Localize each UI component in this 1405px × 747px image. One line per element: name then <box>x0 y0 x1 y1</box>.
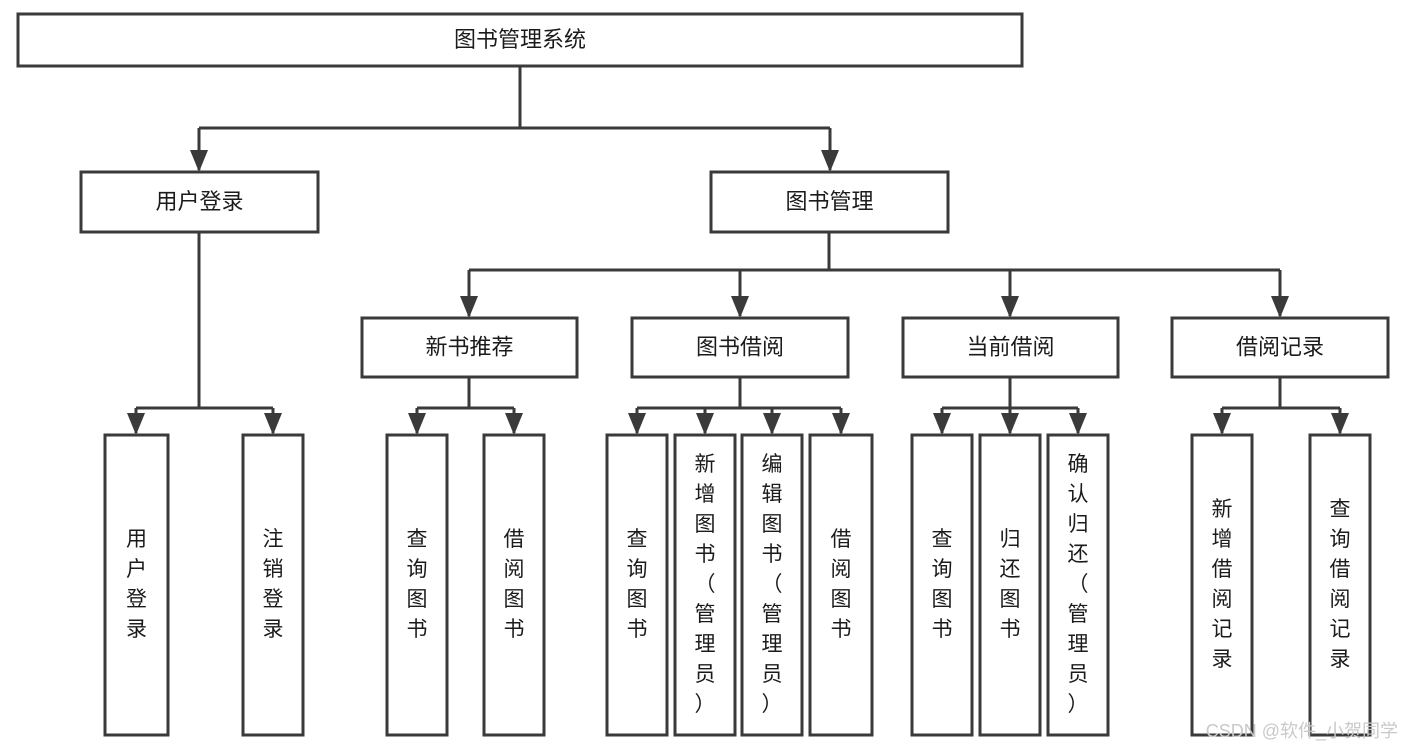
leaf-node-5-box[interactable] <box>673 433 737 737</box>
arrow-head-icon <box>696 413 714 435</box>
leaf-node-11-label: 新增借阅记录 <box>1212 498 1233 671</box>
leaf-node-7[interactable]: 借阅图书 <box>808 433 874 737</box>
arrow-head-icon <box>127 413 145 435</box>
level3-node-1[interactable]: 图书借阅 <box>630 316 850 379</box>
arrow-head-icon <box>1271 296 1289 318</box>
leaf-node-5[interactable]: 新增图书（管理员） <box>673 433 737 737</box>
arrow-head-icon <box>1001 413 1019 435</box>
arrow-head-icon <box>933 413 951 435</box>
level2-node-0[interactable]: 用户登录 <box>79 170 320 234</box>
leaf-node-12[interactable]: 查询借阅记录 <box>1308 433 1372 737</box>
nodes-layer: 图书管理系统用户登录图书管理新书推荐图书借阅当前借阅借阅记录用户登录注销登录查询… <box>16 12 1390 737</box>
level3-node-3-label: 借阅记录 <box>1236 334 1324 359</box>
arrow-head-icon <box>408 413 426 435</box>
level2-node-1-box[interactable] <box>709 170 950 234</box>
level3-node-0-box[interactable] <box>360 316 579 379</box>
leaf-node-3-label: 借阅图书 <box>504 528 525 641</box>
arrow-head-icon <box>264 413 282 435</box>
level3-node-2[interactable]: 当前借阅 <box>901 316 1120 379</box>
leaf-node-11-box[interactable] <box>1190 433 1254 737</box>
leaf-node-4-box[interactable] <box>605 433 669 737</box>
arrow-head-icon <box>731 296 749 318</box>
arrow-head-icon <box>1331 413 1349 435</box>
leaf-node-8-box[interactable] <box>910 433 974 737</box>
leaf-node-7-box[interactable] <box>808 433 874 737</box>
leaf-node-0-box[interactable] <box>103 433 170 737</box>
arrow-head-icon <box>460 296 478 318</box>
leaf-node-4[interactable]: 查询图书 <box>605 433 669 737</box>
leaf-node-6[interactable]: 编辑图书（管理员） <box>740 433 804 737</box>
leaf-node-11[interactable]: 新增借阅记录 <box>1190 433 1254 737</box>
leaf-node-2-box[interactable] <box>385 433 449 737</box>
arrow-head-icon <box>763 413 781 435</box>
leaf-node-8-label: 查询图书 <box>932 528 953 641</box>
level2-node-1-label: 图书管理 <box>785 189 873 214</box>
leaf-node-0[interactable]: 用户登录 <box>103 433 170 737</box>
arrow-head-icon <box>832 413 850 435</box>
leaf-node-1-label: 注销登录 <box>263 528 284 641</box>
leaf-node-2[interactable]: 查询图书 <box>385 433 449 737</box>
leaf-node-3-box[interactable] <box>482 433 546 737</box>
arrow-head-icon <box>505 413 523 435</box>
leaf-node-7-label: 借阅图书 <box>831 528 852 641</box>
leaf-node-10-box[interactable] <box>1046 433 1110 737</box>
leaf-node-1-box[interactable] <box>241 433 305 737</box>
arrow-head-icon <box>628 413 646 435</box>
leaf-node-6-box[interactable] <box>740 433 804 737</box>
root-node[interactable]: 图书管理系统 <box>16 12 1024 68</box>
arrow-head-icon <box>821 150 839 172</box>
level3-node-3-box[interactable] <box>1170 316 1390 379</box>
leaf-node-9-label: 归还图书 <box>1000 528 1021 641</box>
level3-node-0-label: 新书推荐 <box>425 334 513 359</box>
arrow-head-icon <box>190 150 208 172</box>
level2-node-0-label: 用户登录 <box>155 189 243 214</box>
level2-node-0-box[interactable] <box>79 170 320 234</box>
connectors-layer <box>127 66 1349 435</box>
leaf-node-3[interactable]: 借阅图书 <box>482 433 546 737</box>
arrow-head-icon <box>1069 413 1087 435</box>
level2-node-1[interactable]: 图书管理 <box>709 170 950 234</box>
level3-node-3[interactable]: 借阅记录 <box>1170 316 1390 379</box>
watermark-text: CSDN @软件_小贺同学 <box>1206 721 1398 742</box>
leaf-node-6-label: 编辑图书（管理员） <box>762 453 783 716</box>
arrow-head-icon <box>1213 413 1231 435</box>
leaf-node-0-label: 用户登录 <box>126 528 147 641</box>
root-node-label: 图书管理系统 <box>454 27 586 52</box>
leaf-node-2-label: 查询图书 <box>407 528 428 641</box>
level3-node-0[interactable]: 新书推荐 <box>360 316 579 379</box>
leaf-node-10[interactable]: 确认归还（管理员） <box>1046 433 1110 737</box>
leaf-node-9-box[interactable] <box>978 433 1042 737</box>
level3-node-2-label: 当前借阅 <box>966 334 1054 359</box>
leaf-node-5-label: 新增图书（管理员） <box>695 453 716 716</box>
leaf-node-8[interactable]: 查询图书 <box>910 433 974 737</box>
root-node-box[interactable] <box>16 12 1024 68</box>
leaf-node-4-label: 查询图书 <box>627 528 648 641</box>
arrow-head-icon <box>1001 296 1019 318</box>
leaf-node-9[interactable]: 归还图书 <box>978 433 1042 737</box>
level3-node-2-box[interactable] <box>901 316 1120 379</box>
leaf-node-12-box[interactable] <box>1308 433 1372 737</box>
level3-node-1-label: 图书借阅 <box>696 334 784 359</box>
level3-node-1-box[interactable] <box>630 316 850 379</box>
leaf-node-1[interactable]: 注销登录 <box>241 433 305 737</box>
leaf-node-10-label: 确认归还（管理员） <box>1068 453 1089 716</box>
leaf-node-12-label: 查询借阅记录 <box>1330 498 1351 671</box>
